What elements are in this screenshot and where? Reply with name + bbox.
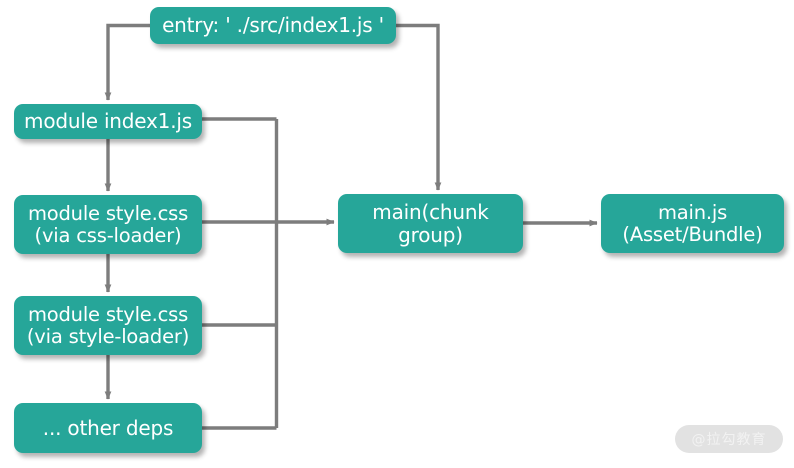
node-module-style-style-loader[interactable]: module style.css (via style-loader): [14, 296, 202, 355]
node-module-style-css-loader-label: module style.css (via css-loader): [27, 201, 189, 247]
node-other-deps-label: ... other deps: [42, 415, 174, 440]
edge-entry-to-chunkgroup: [396, 23, 442, 191]
node-main-chunk-group-label: main(chunk group): [372, 200, 489, 247]
node-module-style-css-loader[interactable]: module style.css (via css-loader): [14, 195, 202, 254]
watermark: @拉勾教育: [675, 425, 783, 453]
node-main-js-asset-bundle[interactable]: main.js (Asset/Bundle): [601, 194, 784, 253]
edge-entry-to-index: [104, 23, 150, 101]
node-main-js-asset-bundle-label: main.js (Asset/Bundle): [622, 200, 763, 246]
node-module-index1[interactable]: module index1.js: [14, 104, 202, 139]
watermark-label: @拉勾教育: [691, 432, 767, 448]
node-entry[interactable]: entry: ' ./src/index1.js ': [150, 7, 396, 44]
node-entry-label: entry: ' ./src/index1.js ': [162, 13, 384, 38]
node-module-index1-label: module index1.js: [24, 109, 192, 134]
node-module-style-style-loader-label: module style.css (via style-loader): [26, 302, 190, 348]
node-other-deps[interactable]: ... other deps: [14, 403, 202, 453]
node-main-chunk-group[interactable]: main(chunk group): [338, 194, 523, 253]
